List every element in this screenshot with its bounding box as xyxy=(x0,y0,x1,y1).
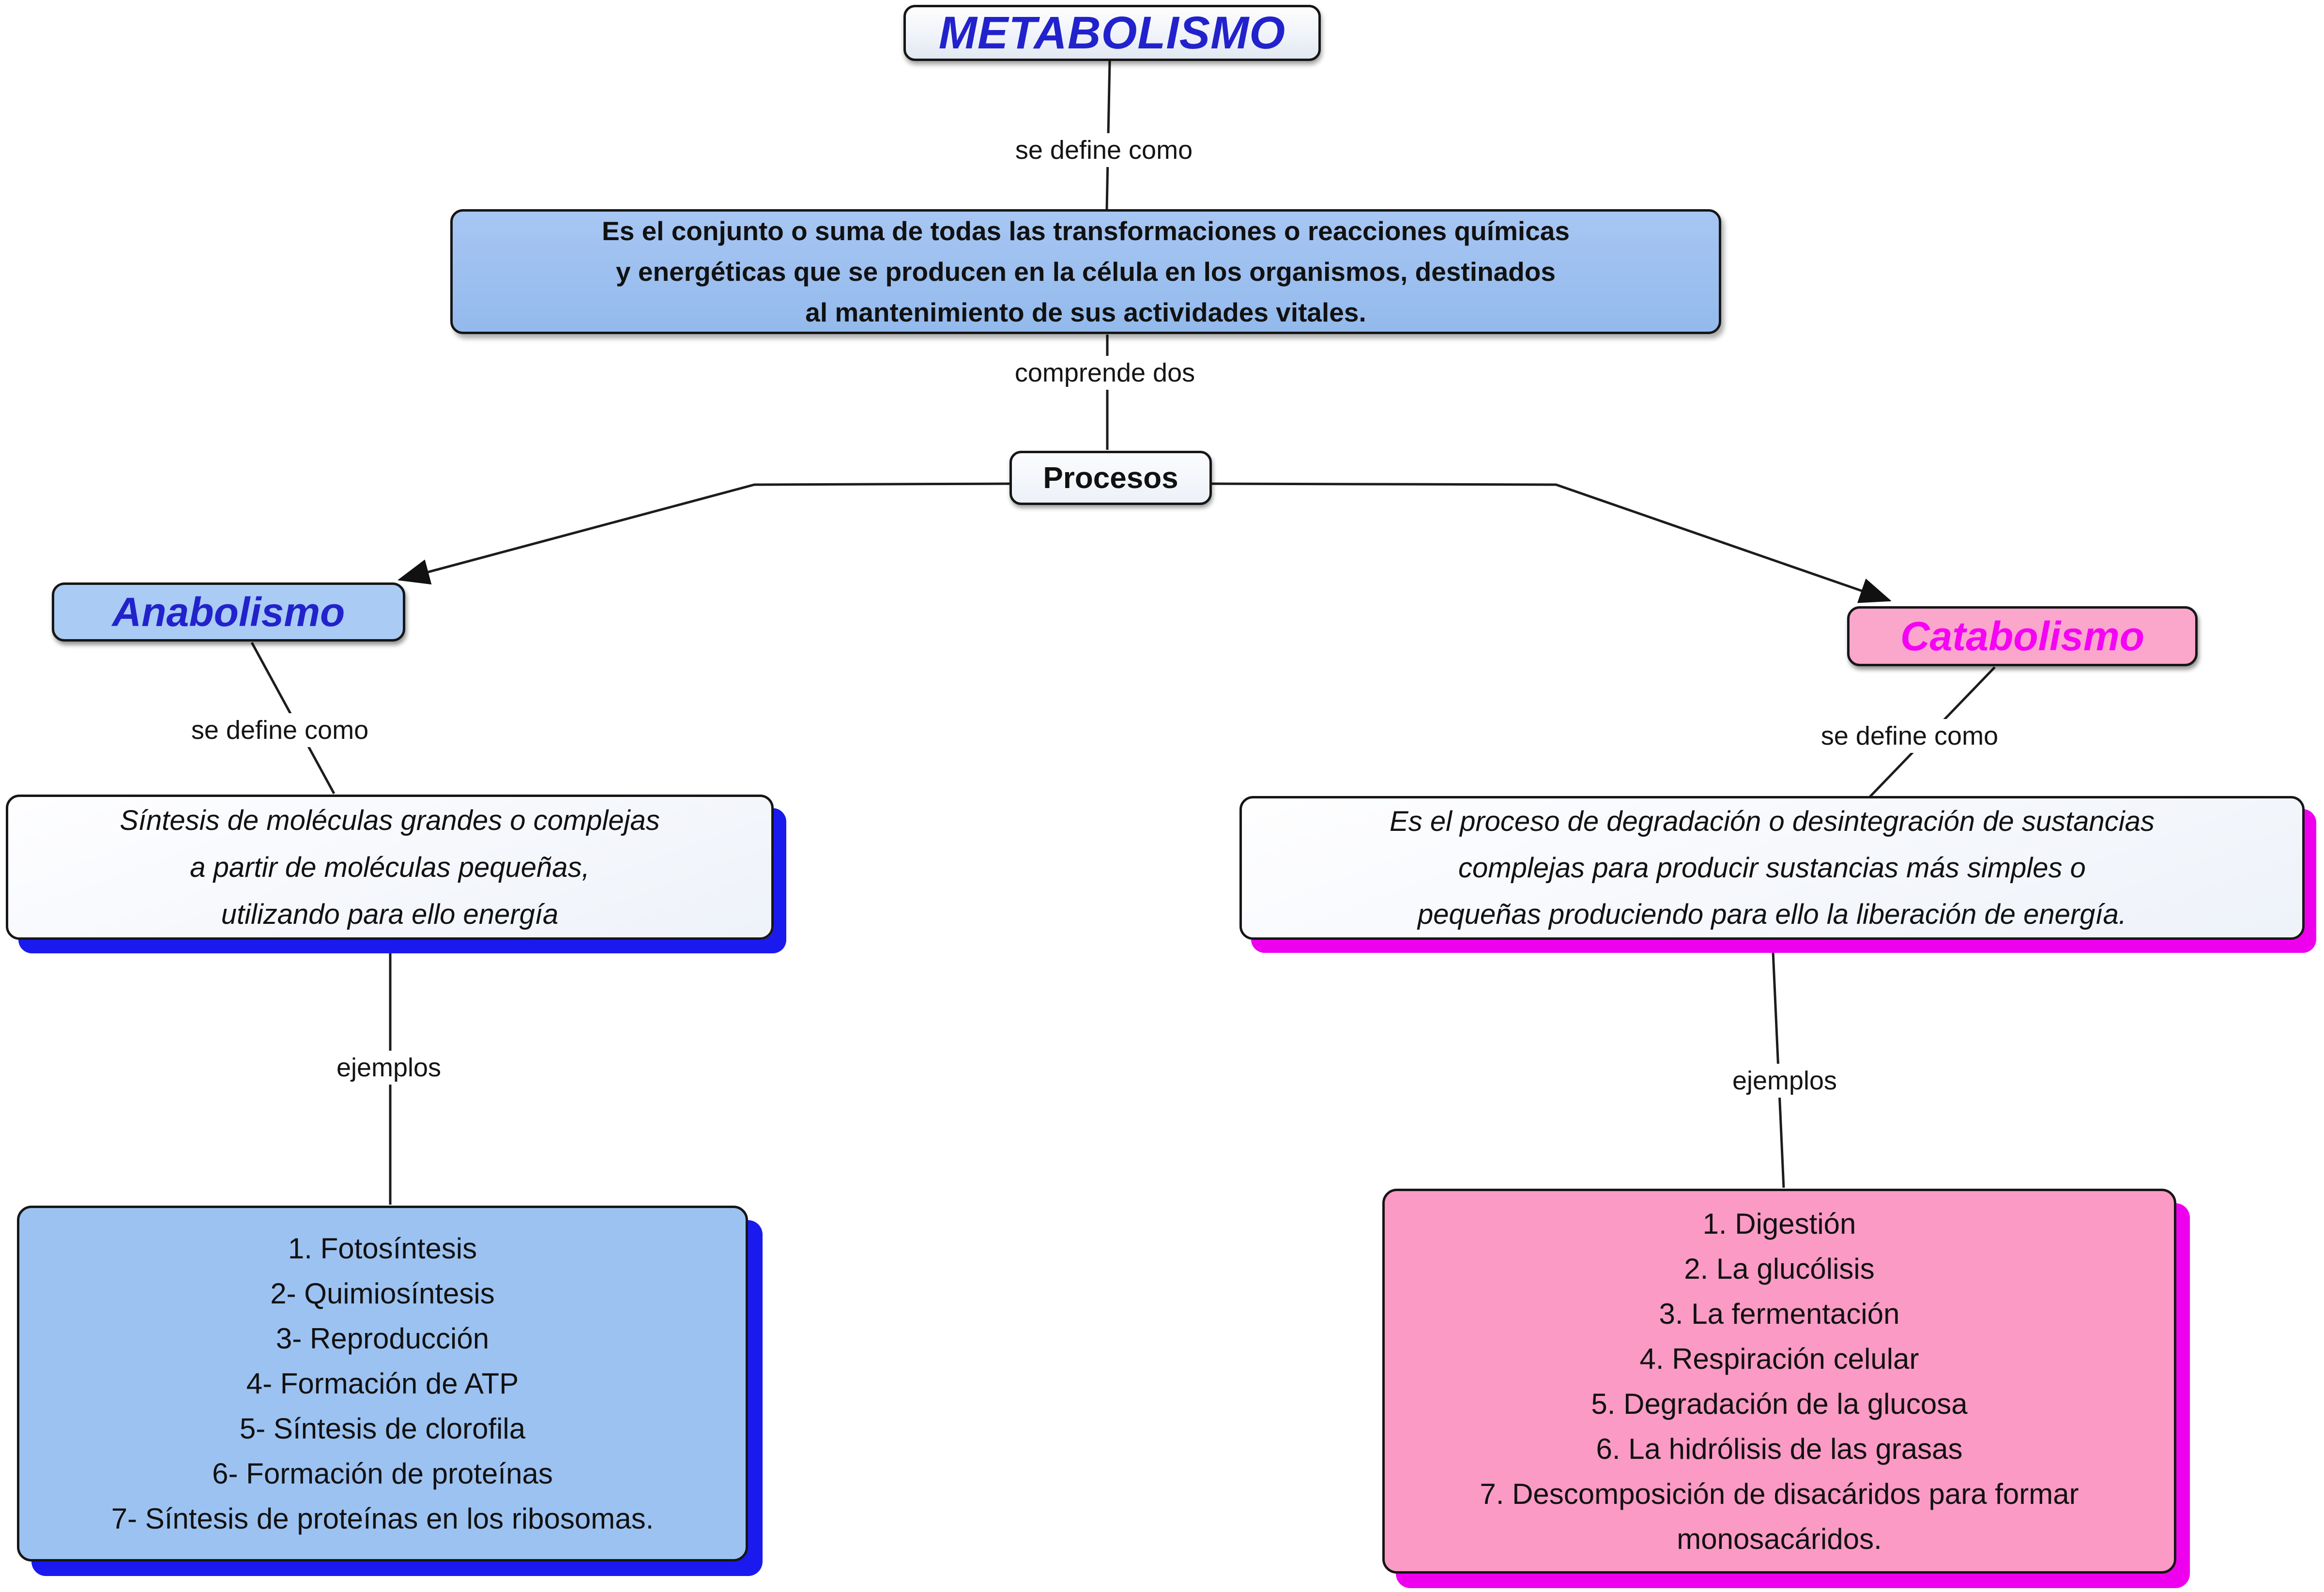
example-item: 7. Descomposición de disacáridos para fo… xyxy=(1480,1477,2079,1555)
link-label-se-define-como-catabolismo: se define como xyxy=(1811,719,2008,753)
example-item: 3- Reproducción xyxy=(275,1322,489,1355)
example-item: 5. Degradación de la glucosa xyxy=(1591,1387,1968,1420)
example-item: 1. Digestión xyxy=(1702,1207,1856,1240)
link-label-se-define-como-anabolismo: se define como xyxy=(181,713,379,747)
link-label-ejemplos-catabolismo: ejemplos xyxy=(1722,1064,1847,1098)
node-anabolismo-title: Anabolismo xyxy=(52,582,405,642)
node-metabolismo-title: METABOLISMO xyxy=(903,5,1321,61)
example-item: 2- Quimiosíntesis xyxy=(270,1277,495,1310)
node-catabolismo-definition: Es el proceso de degradación o desintegr… xyxy=(1239,796,2305,940)
example-item: 2. La glucólisis xyxy=(1684,1252,1875,1285)
example-item: 4- Formación de ATP xyxy=(246,1367,519,1400)
example-item: 1. Fotosíntesis xyxy=(288,1232,477,1265)
example-item: 3. La fermentación xyxy=(1659,1297,1900,1330)
example-item: 7- Síntesis de proteínas en los ribosoma… xyxy=(111,1502,654,1535)
link-procesos-catabolismo xyxy=(1211,482,1892,603)
node-procesos: Procesos xyxy=(1009,451,1212,505)
link-label-se-define-como-root: se define como xyxy=(1005,133,1203,167)
node-catabolismo-examples: 1. Digestión 2. La glucólisis 3. La fermen… xyxy=(1382,1189,2176,1574)
link-label-ejemplos-anabolismo: ejemplos xyxy=(326,1051,451,1085)
node-catabolismo-title: Catabolismo xyxy=(1847,606,2198,666)
node-anabolismo-examples: 1. Fotosíntesis 2- Quimiosíntesis 3- Repro… xyxy=(17,1206,748,1561)
node-metabolismo-definition: Es el conjunto o suma de todas las trans… xyxy=(450,209,1721,334)
example-item: 6- Formación de proteínas xyxy=(212,1457,553,1490)
example-item: 6. La hidrólisis de las grasas xyxy=(1596,1432,1963,1465)
example-item: 4. Respiración celular xyxy=(1639,1342,1919,1375)
example-item: 5- Síntesis de clorofila xyxy=(239,1412,526,1445)
node-anabolismo-definition: Síntesis de moléculas grandes o compleja… xyxy=(6,795,774,940)
link-procesos-anabolismo xyxy=(398,482,1010,585)
link-label-comprende-dos: comprende dos xyxy=(1005,356,1205,390)
